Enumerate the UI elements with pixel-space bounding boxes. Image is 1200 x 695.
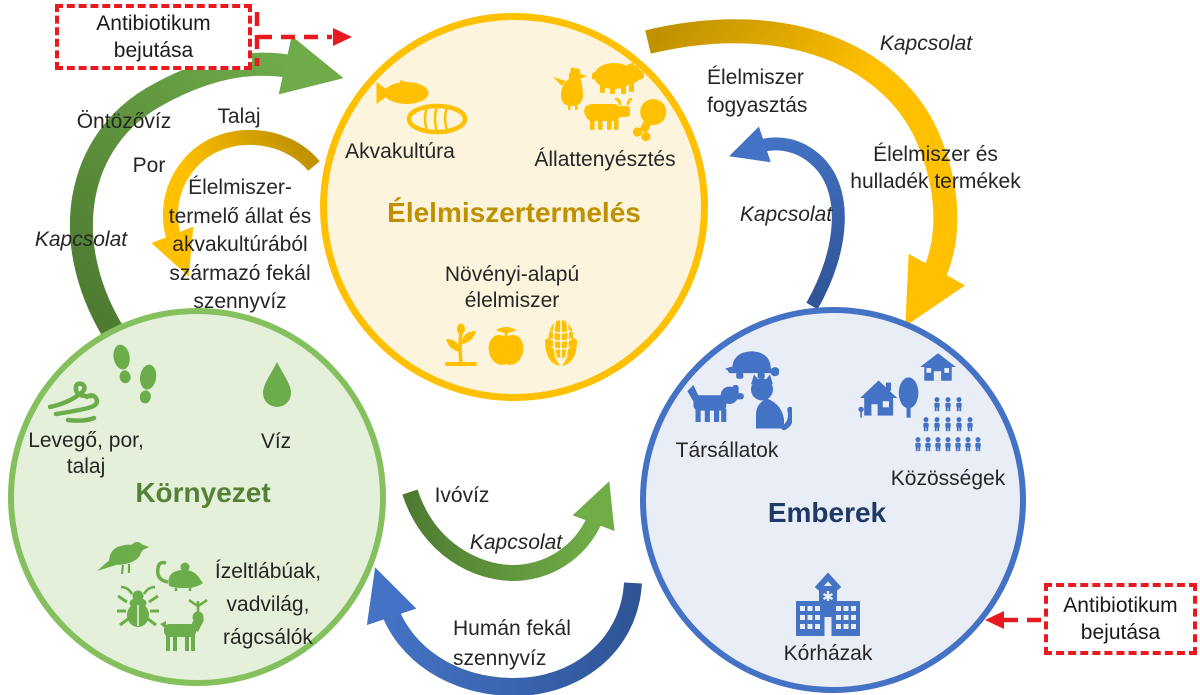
arrow-env-to-food bbox=[69, 35, 344, 336]
environment-circle-title: Környezet bbox=[135, 477, 271, 508]
link-food-people-label: Kapcsolat bbox=[879, 32, 973, 55]
antibiotic-arrow-top bbox=[254, 12, 332, 66]
chicken-icon bbox=[553, 67, 587, 110]
turtle-icon bbox=[725, 351, 779, 379]
beetle-icon bbox=[117, 585, 159, 627]
antibiotic-entry-top-label: Antibiotikum bejutása bbox=[96, 11, 211, 62]
food-circle-title: Élelmiszertermelés bbox=[387, 197, 641, 228]
water-drop-icon bbox=[263, 362, 291, 407]
house-icon bbox=[920, 353, 956, 381]
seedling-icon bbox=[445, 323, 477, 366]
irrigation-water-label: Öntözővíz bbox=[76, 110, 172, 133]
soil-label: Talaj bbox=[217, 105, 261, 128]
apple-icon bbox=[488, 327, 524, 365]
cat-icon bbox=[751, 374, 792, 431]
arrow-food-to-people bbox=[645, 19, 966, 327]
air-soil-label: Levegő, por, talaj bbox=[28, 429, 144, 479]
footprints-icon bbox=[113, 344, 157, 404]
bread-icon bbox=[406, 103, 468, 135]
livestock-label: Állattenyésztés bbox=[534, 148, 676, 171]
antibiotic-entry-box-top: Antibiotikum bejutása bbox=[55, 4, 252, 70]
corn-icon bbox=[545, 320, 577, 366]
drumstick-icon bbox=[632, 99, 667, 142]
dust-label: Por bbox=[132, 154, 166, 177]
people-circle-title: Emberek bbox=[767, 497, 887, 528]
deer-icon bbox=[160, 598, 208, 651]
arrow-people-to-food bbox=[729, 126, 845, 310]
arrow-env-to-people bbox=[402, 481, 615, 582]
cow-icon bbox=[584, 98, 632, 130]
antibiotic-entry-bottom-label: Antibiotikum bejutása bbox=[1063, 593, 1178, 644]
hospital-icon bbox=[796, 572, 860, 636]
human-fecal-label: Humán fekál szennyvíz bbox=[453, 617, 571, 670]
house-tree-icon bbox=[858, 377, 919, 418]
pig-icon bbox=[592, 62, 644, 94]
aquaculture-label: Akvakultúra bbox=[345, 140, 455, 163]
arrow-food-to-env bbox=[151, 129, 320, 277]
pets-label: Társállatok bbox=[675, 439, 779, 462]
wind-icon bbox=[48, 381, 100, 423]
animal-fecal-label: Élelmiszer-termelő állat és akvakultúráb… bbox=[168, 176, 312, 314]
fish-icon bbox=[376, 80, 429, 104]
rodent-icon bbox=[155, 560, 203, 591]
dog-icon bbox=[687, 385, 744, 422]
food-waste-label: Élelmiszer és hulladék termékek bbox=[850, 143, 1021, 193]
bird-icon bbox=[97, 542, 149, 575]
antibiotic-arrowhead-top bbox=[333, 28, 352, 46]
plant-based-label: Növényi-alapú élelmiszer bbox=[444, 263, 580, 313]
antibiotic-arrowhead-bottom bbox=[985, 611, 1004, 629]
antibiotic-entry-box-bottom: Antibiotikum bejutása bbox=[1044, 583, 1197, 655]
wildlife-label: Ízeltlábúak, vadvilág, rágcsálók bbox=[214, 560, 322, 649]
food-consumption-label: Élelmiszer fogyasztás bbox=[707, 66, 808, 117]
crowd-icon bbox=[915, 397, 981, 452]
arrow-people-to-env bbox=[366, 567, 642, 695]
drinking-water-label: Ivóvíz bbox=[434, 484, 490, 507]
water-label: Víz bbox=[260, 430, 292, 453]
link-env-food-label: Kapcsolat bbox=[34, 228, 128, 251]
link-people-food-label: Kapcsolat bbox=[739, 203, 833, 226]
communities-label: Közösségek bbox=[890, 467, 1006, 490]
hospitals-label: Kórházak bbox=[783, 642, 873, 665]
link-env-people-label: Kapcsolat bbox=[469, 531, 563, 554]
